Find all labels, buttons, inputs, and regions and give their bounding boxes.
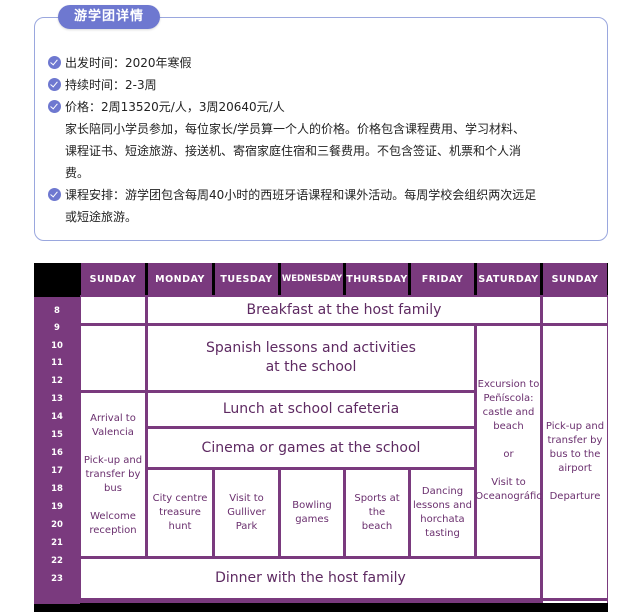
price-text: 价格：2周13520元/人，3周20640元/人 bbox=[65, 100, 285, 114]
cell-sunday-blank bbox=[81, 326, 145, 390]
departure-time-text: 出发时间：2020年寒假 bbox=[65, 56, 192, 70]
cell-saturday-excursion: Excursion to Peñíscola: castle and beach… bbox=[475, 326, 542, 556]
cell-spanish-lessons: Spanish lessons and activities at the sc… bbox=[148, 326, 474, 390]
cell-arrival: Arrival to Valencia Pick-up and transfer… bbox=[81, 393, 145, 556]
hour-label: 13 bbox=[51, 394, 63, 404]
tour-details-card bbox=[34, 17, 608, 241]
hour-label: 17 bbox=[51, 466, 63, 476]
cell-cinema: Cinema or games at the school bbox=[148, 429, 474, 467]
hour-label: 15 bbox=[51, 430, 63, 440]
duration-text: 持续时间：2-3周 bbox=[65, 78, 157, 92]
day-header-4: THURSDAY bbox=[346, 263, 408, 295]
check-circle-icon bbox=[48, 56, 61, 69]
price-note-line: 费。 bbox=[65, 166, 90, 180]
hour-label: 11 bbox=[51, 358, 63, 368]
departure-time-line: 出发时间：2020年寒假 bbox=[48, 52, 596, 74]
tour-info: 出发时间：2020年寒假 持续时间：2-3周 价格：2周13520元/人，3周2… bbox=[48, 52, 596, 228]
cell-dinner: Dinner with the host family bbox=[81, 559, 540, 598]
duration-line: 持续时间：2-3周 bbox=[48, 74, 596, 96]
hour-label: 21 bbox=[51, 538, 63, 548]
hour-label: 18 bbox=[51, 484, 63, 494]
check-circle-icon bbox=[48, 78, 61, 91]
hour-label: 23 bbox=[51, 574, 63, 584]
course-schedule-text: 课程安排：游学团包含每周40小时的西班牙语课程和课外活动。每周学校会组织两次远足 bbox=[65, 188, 537, 202]
course-schedule-line: 课程安排：游学团包含每周40小时的西班牙语课程和课外活动。每周学校会组织两次远足 bbox=[48, 184, 596, 206]
hour-label: 10 bbox=[51, 341, 63, 351]
cell-dancing: Dancing lessons and horchata tasting bbox=[411, 470, 474, 556]
hour-label: 19 bbox=[51, 502, 63, 512]
day-header-6: SATURDAY bbox=[477, 263, 540, 295]
cell-sunday2-top bbox=[543, 297, 607, 323]
cell-bowling: Bowling games bbox=[281, 470, 343, 556]
cell-city-centre: City centre treasure hunt bbox=[148, 470, 212, 556]
cell-breakfast: Breakfast at the host family bbox=[148, 297, 540, 323]
day-header-1: MONDAY bbox=[148, 263, 212, 295]
hour-label: 20 bbox=[51, 520, 63, 530]
card-title: 游学团详情 bbox=[58, 5, 160, 29]
price-note: 家长陪同小学员参加，每位家长/学员算一个人的价格。价格包含课程费用、学习材料、 … bbox=[48, 118, 596, 184]
hour-label: 8 bbox=[54, 306, 60, 316]
cell-sunday-top bbox=[81, 297, 145, 323]
hour-label: 9 bbox=[54, 323, 60, 333]
hour-label: 14 bbox=[51, 412, 63, 422]
day-header-7: SUNDAY bbox=[543, 263, 607, 295]
cell-gulliver-park: Visit to Gulliver Park bbox=[215, 470, 278, 556]
table-bottom-edge bbox=[80, 603, 608, 612]
price-note-line: 课程证书、短途旅游、接送机、寄宿家庭住宿和三餐费用。不包含签证、机票和个人消 bbox=[65, 144, 522, 158]
check-circle-icon bbox=[48, 188, 61, 201]
hour-label: 16 bbox=[51, 448, 63, 458]
day-header-3: WEDNESDAY bbox=[281, 263, 343, 295]
price-note-line: 家长陪同小学员参加，每位家长/学员算一个人的价格。价格包含课程费用、学习材料、 bbox=[65, 122, 526, 136]
day-header-0: SUNDAY bbox=[81, 263, 145, 295]
cell-departure: Pick-up and transfer by bus to the airpo… bbox=[543, 326, 607, 598]
hour-label: 12 bbox=[51, 376, 63, 386]
cell-lunch: Lunch at school cafeteria bbox=[148, 393, 474, 426]
day-header-5: FRIDAY bbox=[411, 263, 474, 295]
hours-column bbox=[34, 297, 80, 604]
course-schedule-cont: 或短途旅游。 bbox=[65, 210, 138, 224]
cell-sports-beach: Sports at the beach bbox=[346, 470, 408, 556]
day-header-2: TUESDAY bbox=[215, 263, 278, 295]
hour-label: 22 bbox=[51, 556, 63, 566]
price-line: 价格：2周13520元/人，3周20640元/人 bbox=[48, 96, 596, 118]
cell-sunday2-bottom bbox=[543, 601, 607, 604]
check-circle-icon bbox=[48, 100, 61, 113]
